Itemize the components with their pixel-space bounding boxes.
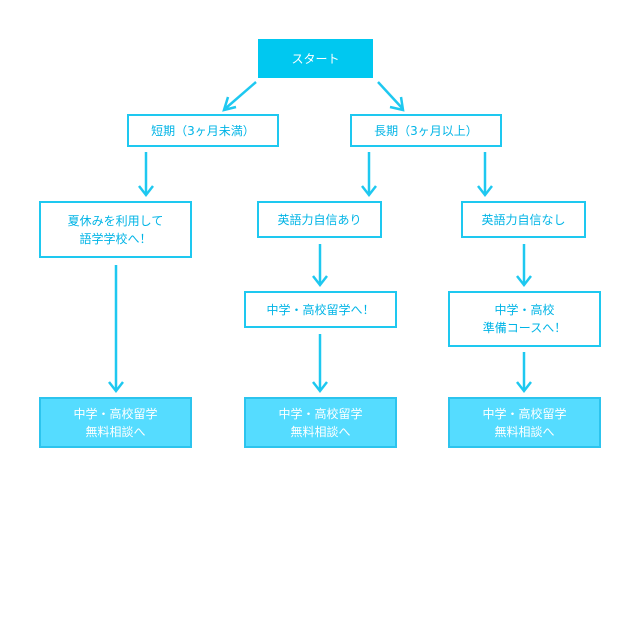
start-node: スタート [258, 39, 373, 78]
arrow-start-to-long [377, 81, 405, 112]
arrow-long-to-not-confident [477, 152, 493, 198]
long-term-node: 長期（3ヶ月以上） [350, 114, 502, 147]
study-abroad-node: 中学・高校留学へ！ [244, 291, 397, 328]
arrow-not-confident-to-prep [516, 244, 532, 288]
prep-course-node: 中学・高校 準備コースへ！ [448, 291, 601, 347]
arrow-short-to-summer [138, 152, 154, 198]
arrow-summer-to-consult [108, 265, 124, 394]
summer-school-node: 夏休みを利用して 語学学校へ！ [39, 201, 192, 258]
short-term-node: 短期（3ヶ月未満） [127, 114, 279, 147]
consult-node-3: 中学・高校留学 無料相談へ [448, 397, 601, 448]
arrow-prep-to-consult [516, 352, 532, 394]
not-confident-node: 英語力自信なし [461, 201, 586, 238]
arrow-confident-to-study-abroad [312, 244, 328, 288]
arrow-study-abroad-to-consult [312, 334, 328, 394]
confident-node: 英語力自信あり [257, 201, 382, 238]
arrow-start-to-short [222, 81, 257, 112]
arrow-long-to-confident [361, 152, 377, 198]
consult-node-1: 中学・高校留学 無料相談へ [39, 397, 192, 448]
consult-node-2: 中学・高校留学 無料相談へ [244, 397, 397, 448]
